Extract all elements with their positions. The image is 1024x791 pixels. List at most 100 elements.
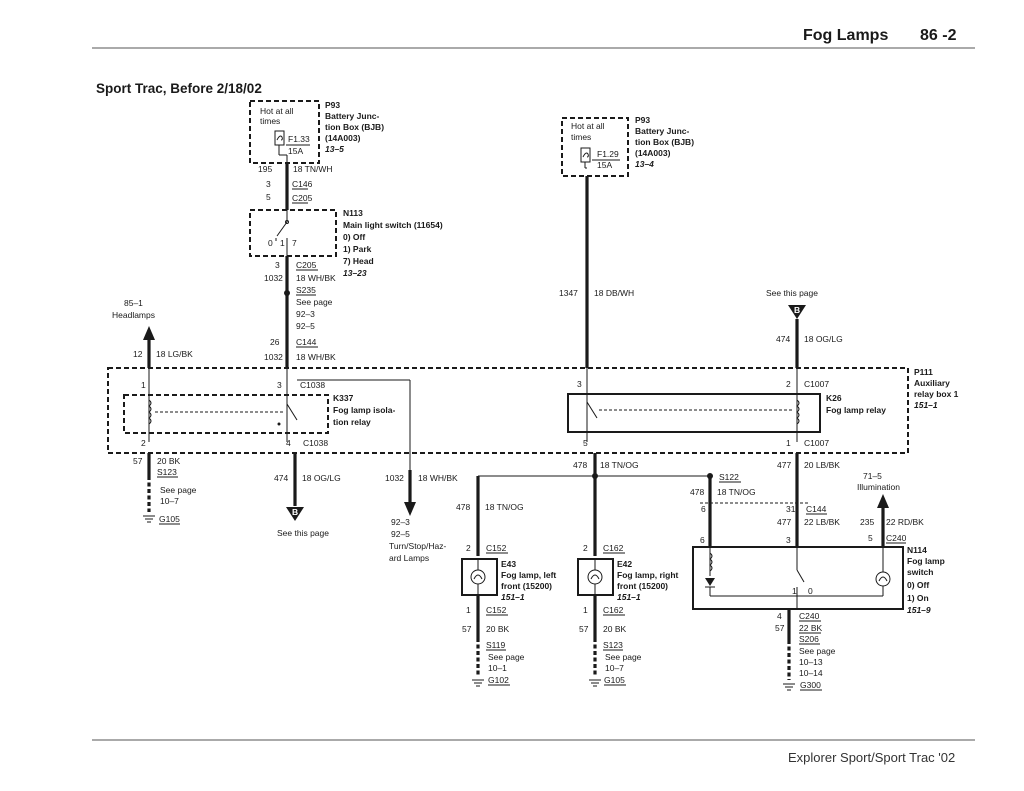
svg-text:0) Off: 0) Off: [343, 232, 365, 242]
svg-text:2: 2: [466, 543, 471, 553]
svg-text:478: 478: [690, 487, 704, 497]
svg-text:10–14: 10–14: [799, 668, 823, 678]
svg-text:C152: C152: [486, 605, 507, 615]
svg-text:F1.29: F1.29: [597, 149, 619, 159]
svg-text:6: 6: [700, 535, 705, 545]
svg-text:Fog lamp, right: Fog lamp, right: [617, 570, 679, 580]
svg-text:See this page: See this page: [277, 528, 329, 538]
svg-text:13–5: 13–5: [325, 144, 344, 154]
lamp-icon: [470, 569, 486, 585]
svg-text:Auxiliary: Auxiliary: [914, 378, 950, 388]
svg-text:195: 195: [258, 164, 272, 174]
svg-text:18 WH/BK: 18 WH/BK: [296, 352, 336, 362]
svg-text:1347: 1347: [559, 288, 578, 298]
b-marker-icon: [286, 507, 304, 521]
svg-text:1032: 1032: [264, 352, 283, 362]
svg-text:7) Head: 7) Head: [343, 256, 374, 266]
svg-text:3: 3: [277, 380, 282, 390]
svg-text:0: 0: [268, 238, 273, 248]
svg-text:12: 12: [133, 349, 143, 359]
svg-text:E42: E42: [617, 559, 632, 569]
b-marker-icon: [788, 305, 806, 319]
bjb-left: Hot at all times F1.33 15A P93 Battery J…: [249, 100, 384, 164]
svg-text:5: 5: [583, 438, 588, 448]
svg-text:E43: E43: [501, 559, 516, 569]
arrow-up-icon: [877, 494, 889, 508]
svg-text:C144: C144: [806, 504, 827, 514]
svg-text:Battery Junc-: Battery Junc-: [635, 126, 689, 136]
svg-text:474: 474: [274, 473, 288, 483]
svg-text:0) Off: 0) Off: [907, 580, 929, 590]
svg-text:92–5: 92–5: [391, 529, 410, 539]
svg-text:20 BK: 20 BK: [486, 624, 509, 634]
svg-text:18 WH/BK: 18 WH/BK: [418, 473, 458, 483]
page-number: 86 -2: [920, 27, 957, 44]
footer-text: Explorer Sport/Sport Trac '02: [788, 750, 955, 765]
svg-text:4: 4: [777, 611, 782, 621]
svg-text:26: 26: [270, 337, 280, 347]
svg-text:57: 57: [462, 624, 472, 634]
svg-text:5: 5: [868, 533, 873, 543]
svg-text:13–4: 13–4: [635, 159, 654, 169]
svg-text:235: 235: [860, 517, 874, 527]
svg-text:3: 3: [577, 379, 582, 389]
svg-text:10–13: 10–13: [799, 657, 823, 667]
svg-text:Hot at all: Hot at all: [571, 121, 605, 131]
arrow-up-icon: [143, 326, 155, 340]
diagram-subtitle: Sport Trac, Before 2/18/02: [96, 81, 262, 96]
svg-text:20 BK: 20 BK: [157, 456, 180, 466]
svg-text:151–1: 151–1: [501, 592, 525, 602]
fog-lamp-left: 2 C152 E43 Fog lamp, left front (15200) …: [461, 543, 556, 602]
svg-text:Fog lamp isola-: Fog lamp isola-: [333, 405, 396, 415]
svg-text:4: 4: [286, 438, 291, 448]
svg-text:times: times: [571, 132, 591, 142]
svg-text:B: B: [794, 305, 800, 315]
svg-text:S235: S235: [296, 285, 316, 295]
svg-text:G105: G105: [159, 514, 180, 524]
svg-text:474: 474: [776, 334, 790, 344]
svg-text:C240: C240: [799, 611, 820, 621]
svg-text:front (15200): front (15200): [617, 581, 668, 591]
svg-text:times: times: [260, 116, 280, 126]
svg-text:F1.33: F1.33: [288, 134, 310, 144]
svg-text:tion Box (BJB): tion Box (BJB): [325, 122, 384, 132]
svg-text:57: 57: [775, 623, 785, 633]
svg-text:tion relay: tion relay: [333, 417, 371, 427]
svg-text:57: 57: [579, 624, 589, 634]
svg-text:S123: S123: [157, 467, 177, 477]
svg-text:92–3: 92–3: [391, 517, 410, 527]
svg-text:Battery Junc-: Battery Junc-: [325, 111, 379, 121]
svg-text:(14A003): (14A003): [635, 148, 671, 158]
svg-text:1) Park: 1) Park: [343, 244, 372, 254]
svg-text:22 BK: 22 BK: [799, 623, 822, 633]
page-title: Fog Lamps: [803, 27, 888, 44]
svg-text:See page: See page: [488, 652, 525, 662]
relay-box-p111: [107, 367, 909, 454]
svg-text:G102: G102: [488, 675, 509, 685]
svg-text:N113: N113: [343, 208, 363, 218]
svg-text:K337: K337: [333, 393, 354, 403]
svg-text:C152: C152: [486, 543, 507, 553]
svg-text:18 OG/LG: 18 OG/LG: [804, 334, 843, 344]
svg-text:Hot at all: Hot at all: [260, 106, 294, 116]
svg-text:C205: C205: [296, 260, 317, 270]
svg-text:6: 6: [701, 504, 706, 514]
svg-text:151–1: 151–1: [617, 592, 641, 602]
svg-text:S119: S119: [486, 640, 505, 650]
svg-text:151–9: 151–9: [907, 605, 931, 615]
svg-text:C240: C240: [886, 533, 907, 543]
svg-text:front (15200): front (15200): [501, 581, 552, 591]
svg-text:3: 3: [275, 260, 280, 270]
svg-text:(14A003): (14A003): [325, 133, 361, 143]
svg-text:57: 57: [133, 456, 143, 466]
svg-text:15A: 15A: [597, 160, 612, 170]
svg-text:3: 3: [786, 535, 791, 545]
svg-text:10–7: 10–7: [160, 496, 179, 506]
svg-text:K26: K26: [826, 393, 842, 403]
svg-text:20 LB/BK: 20 LB/BK: [804, 460, 840, 470]
svg-text:5: 5: [266, 192, 271, 202]
svg-text:C205: C205: [292, 193, 313, 203]
svg-text:Fog lamp: Fog lamp: [907, 556, 945, 566]
svg-text:18 TN/OG: 18 TN/OG: [485, 502, 524, 512]
svg-text:1: 1: [141, 380, 146, 390]
